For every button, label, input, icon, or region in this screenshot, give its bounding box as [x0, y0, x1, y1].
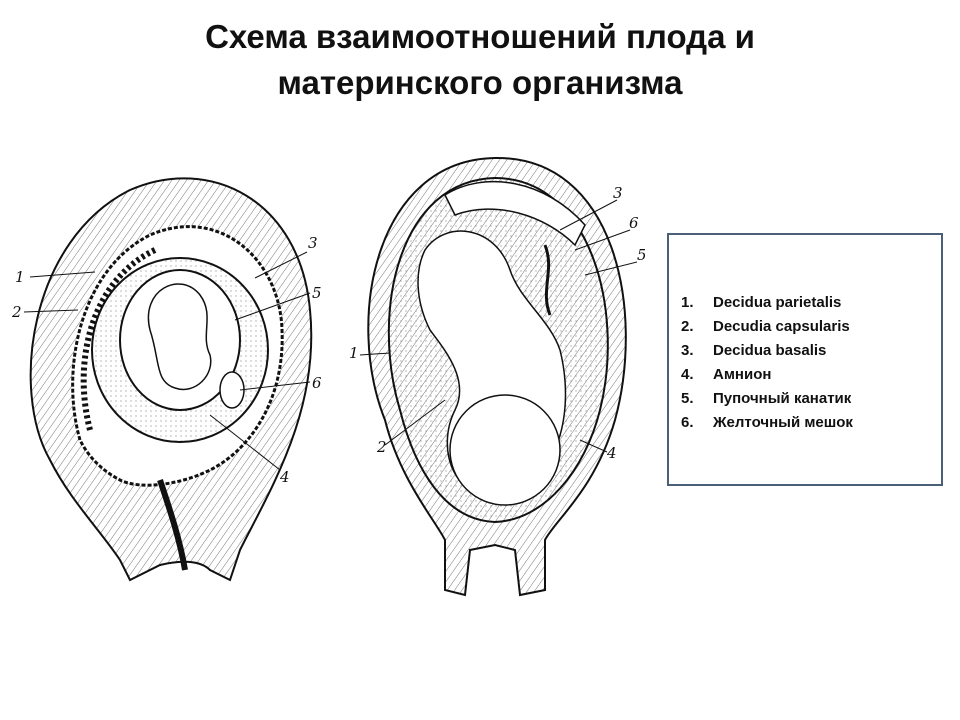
legend-box: 1. Decidua parietalis 2. Decudia capsulari… [667, 233, 943, 486]
right-label-4: 4 [606, 444, 617, 462]
fetal-head [449, 394, 561, 506]
late-pregnancy-uterus-illustration: 3 6 5 1 2 4 [349, 156, 645, 597]
embryo [147, 283, 212, 391]
legend-item-number: 1. [681, 294, 694, 311]
legend-item-text: Decidua parietalis [713, 294, 842, 311]
left-label-5: 5 [312, 284, 322, 302]
legend-list: 1. Decidua parietalis 2. Decudia capsulari… [681, 291, 853, 435]
left-label-3: 3 [308, 234, 318, 252]
right-label-2: 2 [376, 438, 387, 456]
legend-item: 1. Decidua parietalis [681, 291, 853, 315]
right-label-6: 6 [629, 214, 639, 232]
left-label-4: 4 [279, 468, 290, 486]
legend-item-number: 3. [681, 342, 694, 359]
legend-item: 4. Амнион [681, 363, 853, 387]
right-label-3: 3 [613, 184, 623, 202]
left-label-2: 2 [11, 303, 22, 321]
umbilical-cord [543, 244, 552, 316]
legend-item-text: Decidua basalis [713, 342, 827, 359]
legend-item-number: 2. [681, 318, 694, 335]
right-label-1: 1 [349, 344, 359, 362]
legend-item-text: Decudia capsularis [713, 318, 850, 335]
cervical-canal [157, 479, 188, 571]
legend-item-number: 5. [681, 390, 694, 407]
legend-item: 3. Decidua basalis [681, 339, 853, 363]
legend-item: 2. Decudia capsularis [681, 315, 853, 339]
placenta [444, 180, 586, 247]
left-label-1: 1 [15, 268, 25, 286]
legend-item-text: Амнион [713, 366, 772, 383]
early-pregnancy-uterus-illustration: 1 2 3 5 6 4 [11, 177, 322, 582]
legend-item: 6. Желточный мешок [681, 411, 853, 435]
legend-item: 5. Пупочный канатик [681, 387, 853, 411]
legend-item-number: 6. [681, 414, 694, 431]
right-label-5: 5 [637, 246, 645, 264]
legend-item-text: Желточный мешок [713, 414, 853, 431]
slide-title: Схема взаимоотношений плода и материнско… [0, 14, 960, 106]
decidua-band [80, 247, 157, 431]
legend-item-number: 4. [681, 366, 694, 383]
left-label-6: 6 [312, 374, 322, 392]
title-line-2: материнского организма [277, 64, 683, 101]
title-line-1: Схема взаимоотношений плода и [205, 18, 755, 55]
legend-item-text: Пупочный канатик [713, 390, 852, 407]
